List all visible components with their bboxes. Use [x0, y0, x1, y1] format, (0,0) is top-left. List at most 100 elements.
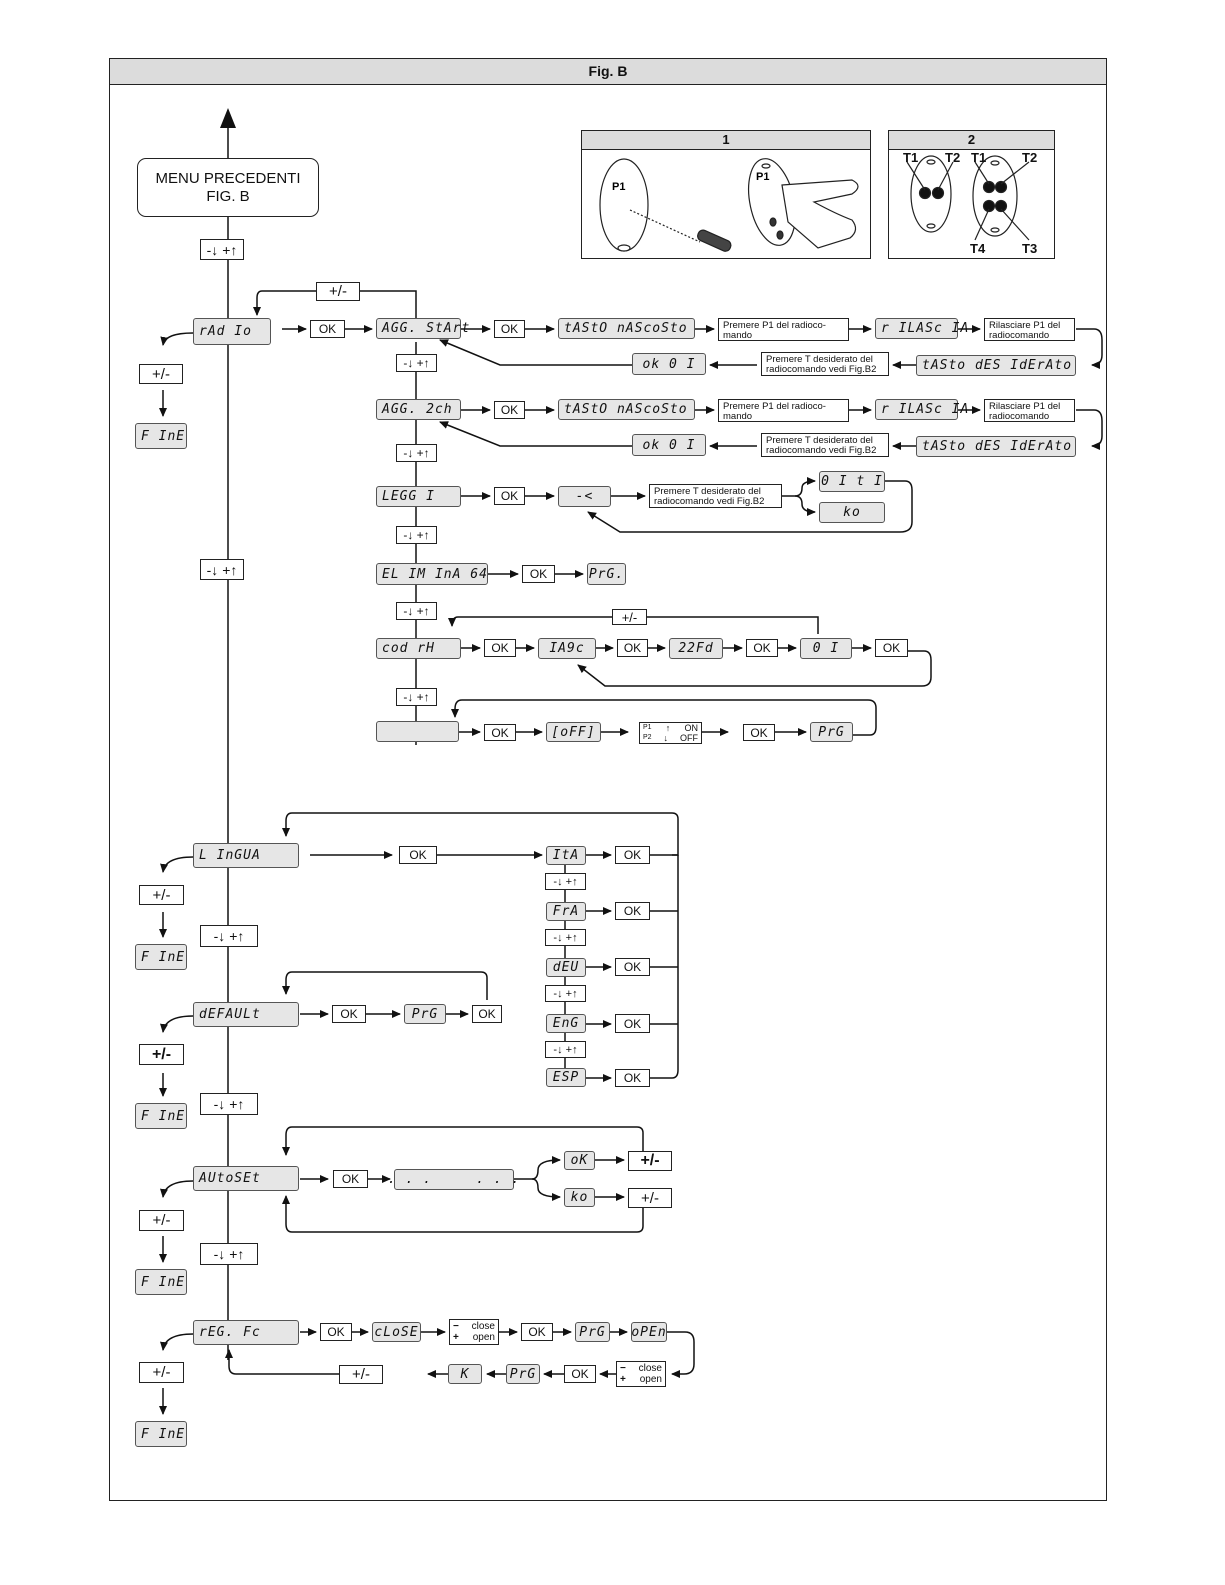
agg-2ch-display[interactable]: AGG. 2ch	[376, 399, 461, 420]
arrow-down-icon: ↓	[407, 604, 414, 618]
nav-step-button-3[interactable]: -↓ +↑	[200, 925, 258, 947]
cod-rx-display[interactable]: cod rH	[376, 638, 461, 659]
cod-rx-plusminus[interactable]: +/-	[612, 609, 647, 625]
radio-fine-display: F InE	[135, 423, 187, 449]
lingua-left-plusminus[interactable]: +/-	[139, 885, 184, 905]
leggi-display[interactable]: LEGG I	[376, 486, 461, 507]
p2-label: P2	[643, 734, 652, 741]
radio-nav-step-2[interactable]: -↓ +↑	[396, 444, 437, 462]
arrow-up-icon: ↑	[572, 931, 578, 944]
rilascia-display-2: r ILASc IA	[875, 399, 968, 420]
inset-2-t2-right: T2	[1022, 150, 1038, 165]
arrow-up-icon: ↑	[665, 723, 671, 733]
lingua-ok-button[interactable]: OK	[399, 846, 437, 864]
lang-nav-step-2[interactable]: -↓ +↑	[545, 929, 586, 946]
lang-ita-ok[interactable]: OK	[615, 846, 650, 864]
note-premere-p1-2: Premere P1 del radioco- mando	[718, 399, 849, 422]
minus-sign: -	[403, 604, 408, 618]
leggi-ok-button[interactable]: OK	[494, 487, 525, 505]
reg-fc-ok-button[interactable]: OK	[320, 1323, 352, 1341]
leggi-waiting-display: -<	[558, 486, 611, 507]
minus-sign: −	[453, 1321, 459, 1332]
lang-fra-ok[interactable]: OK	[615, 902, 650, 920]
lang-eng-ok[interactable]: OK	[615, 1014, 650, 1033]
reg-fc-ok-button-3[interactable]: OK	[564, 1365, 596, 1383]
cod-rx-ok-button-2[interactable]: OK	[617, 639, 648, 657]
autoset-menu-display[interactable]: AUtoSEt	[193, 1166, 299, 1191]
inset-1: 1 P1 P1	[581, 130, 871, 259]
cod-rx-code2: 22Fd	[669, 638, 723, 659]
default-menu-display[interactable]: dEFAULt	[193, 1002, 299, 1027]
radio-menu-display[interactable]: rAd Io	[193, 318, 271, 345]
plus-sign: +	[229, 1246, 238, 1262]
agg-2ch-ok-button[interactable]: OK	[494, 401, 525, 419]
menu-precedenti-box[interactable]: MENU PRECEDENTI FIG. B	[137, 158, 319, 217]
agg-start-ok-button[interactable]: OK	[494, 320, 525, 338]
default-ok-button-2[interactable]: OK	[472, 1005, 502, 1023]
leggi-result-ko: ko	[819, 502, 885, 523]
lingua-menu-display[interactable]: L InGUA	[193, 843, 299, 868]
reg-fc-ok-button-2[interactable]: OK	[521, 1323, 553, 1341]
agg-start-display[interactable]: AGG. StArt	[376, 318, 469, 339]
arrow-down-icon: ↓	[557, 1043, 563, 1056]
autoset-left-plusminus[interactable]: +/-	[139, 1210, 184, 1231]
reg-fc-prg-display-2: PrG	[506, 1364, 540, 1384]
elimina-display[interactable]: EL IM InA 64	[376, 563, 488, 585]
radio-nav-step-3[interactable]: -↓ +↑	[396, 526, 437, 544]
off-row-ok-button[interactable]: OK	[484, 724, 516, 741]
radio-nav-step-4[interactable]: -↓ +↑	[396, 602, 437, 620]
plus-sign: +	[416, 356, 424, 370]
lang-esp[interactable]: ESP	[546, 1068, 586, 1087]
plus-sign: +	[229, 1096, 238, 1112]
radio-ok-button[interactable]: OK	[310, 320, 345, 338]
arrow-up-icon: ↑	[230, 561, 238, 578]
nav-step-button-2[interactable]: -↓ +↑	[200, 559, 244, 580]
reg-fc-menu-display[interactable]: rEG. Fc	[193, 1320, 299, 1345]
plus-sign: +	[416, 690, 424, 704]
nav-step-button[interactable]: -↓ +↑	[200, 239, 244, 260]
reg-fc-left-plusminus[interactable]: +/-	[139, 1362, 184, 1383]
nav-step-button-5[interactable]: -↓ +↑	[200, 1243, 258, 1265]
off-row-prg-display: PrG	[810, 722, 853, 742]
radio-nav-step-5[interactable]: -↓ +↑	[396, 688, 437, 706]
minus-sign: -	[553, 987, 558, 1000]
lang-nav-step-4[interactable]: -↓ +↑	[545, 1041, 586, 1058]
lang-deu-ok[interactable]: OK	[615, 958, 650, 976]
inset-2-t2-left: T2	[945, 150, 961, 165]
lang-esp-ok[interactable]: OK	[615, 1069, 650, 1087]
arrow-up-icon: ↑	[572, 987, 578, 1000]
off-row-ok-button-2[interactable]: OK	[743, 724, 775, 741]
on-label: ON	[684, 723, 699, 733]
cod-rx-ok-button-4[interactable]: OK	[875, 639, 908, 657]
nav-step-button-4[interactable]: -↓ +↑	[200, 1093, 258, 1115]
elimina-ok-button[interactable]: OK	[522, 565, 555, 583]
default-ok-button[interactable]: OK	[332, 1005, 366, 1023]
autoset-fine-display: F InE	[135, 1269, 187, 1295]
reg-fc-loop-plusminus[interactable]: +/-	[339, 1365, 383, 1384]
cod-rx-ok-button[interactable]: OK	[484, 639, 516, 657]
plus-sign: +	[416, 604, 424, 618]
radio-nav-step-1[interactable]: -↓ +↑	[396, 354, 437, 372]
close-label: close	[471, 1321, 495, 1332]
lang-nav-step-3[interactable]: -↓ +↑	[545, 985, 586, 1002]
lang-deu[interactable]: dEU	[546, 958, 586, 977]
radio-plusminus-button[interactable]: +/-	[316, 282, 360, 301]
autoset-ko-plusminus[interactable]: +/-	[628, 1188, 672, 1208]
cod-rx-code3: 0 I	[800, 638, 852, 659]
default-left-plusminus[interactable]: +/-	[139, 1044, 184, 1065]
radio-left-plusminus[interactable]: +/-	[139, 364, 183, 384]
plus-sign: +	[416, 446, 424, 460]
cod-rx-ok-button-3[interactable]: OK	[746, 639, 778, 657]
arrow-down-icon: ↓	[407, 446, 414, 460]
reg-fc-k-display: K	[448, 1364, 482, 1384]
lang-nav-step-1[interactable]: -↓ +↑	[545, 873, 586, 890]
inset-2-title: 2	[889, 131, 1054, 150]
autoset-ok-button[interactable]: OK	[333, 1170, 368, 1188]
autoset-ok-plusminus[interactable]: +/-	[628, 1151, 672, 1171]
lang-ita[interactable]: ItA	[546, 846, 586, 865]
minus-sign: -	[553, 1043, 558, 1056]
lang-eng[interactable]: EnG	[546, 1014, 586, 1033]
lang-fra[interactable]: FrA	[546, 902, 586, 921]
minus-sign: -	[206, 241, 212, 258]
off-row-display[interactable]	[376, 721, 459, 742]
